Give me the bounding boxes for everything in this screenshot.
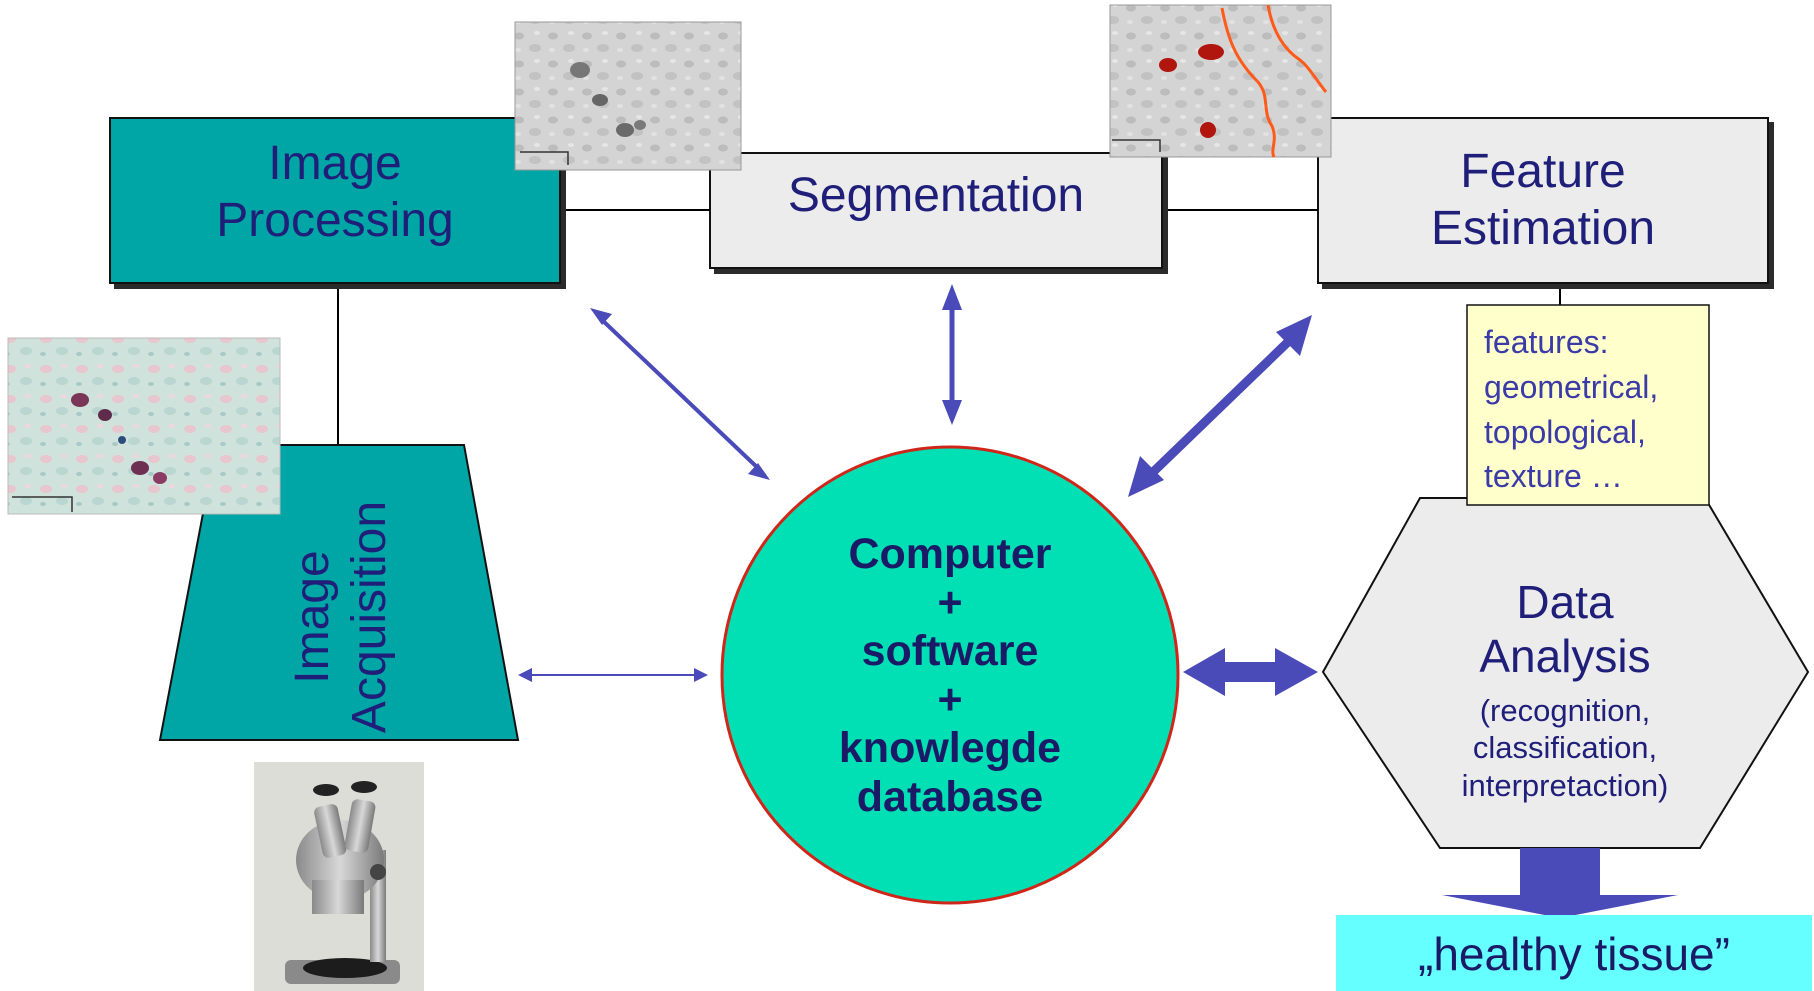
- arrow-computer-analysis: [1183, 648, 1318, 696]
- features-note-line-1: features:: [1484, 324, 1609, 360]
- computer-line-2: +: [937, 578, 963, 627]
- microscope-image: [254, 762, 424, 991]
- computer-circle: [720, 445, 1180, 905]
- computer-label: Computer + software + knowlegde database: [760, 530, 1140, 821]
- features-note-text: features: geometrical, topological, text…: [1484, 320, 1704, 499]
- data-analysis-sub-2: classification,: [1472, 730, 1658, 766]
- micrograph-gray-image: [514, 21, 742, 171]
- features-note-box: [1466, 304, 1710, 506]
- data-analysis-sub: (recognition, classification, interpreta…: [1380, 692, 1750, 805]
- arrow-analysis-result: [1442, 848, 1678, 918]
- segmentation-box: [709, 152, 1163, 269]
- computer-line-5: knowlegde: [838, 724, 1062, 773]
- double-arrows: [518, 284, 1678, 918]
- image-processing-box: [109, 117, 561, 284]
- feature-estimation-line2: Estimation: [1430, 201, 1656, 255]
- feature-estimation-label: Feature Estimation: [1318, 144, 1768, 257]
- feature-estimation-line1: Feature: [1460, 145, 1626, 198]
- image-acquisition-label: Image Acquisition: [285, 462, 398, 772]
- data-analysis-line1: Data: [1516, 576, 1614, 628]
- image-processing-label: Image Processing: [110, 136, 560, 249]
- features-note-line-4: texture …: [1484, 458, 1623, 495]
- segmentation-label: Segmentation: [787, 169, 1085, 222]
- data-analysis-line2: Analysis: [1479, 630, 1651, 683]
- image-acquisition-line1: Image: [286, 550, 339, 684]
- arrow-segmentation-computer: [942, 284, 962, 425]
- result-label: „healthy tissue”: [1418, 928, 1730, 980]
- image-acquisition-shape: [158, 444, 520, 741]
- data-analysis-sub-3: interpretaction): [1461, 768, 1669, 804]
- image-processing-line1: Image: [268, 137, 402, 190]
- features-note-line-3: topological,: [1484, 413, 1646, 450]
- arrow-acquisition-computer: [518, 668, 708, 682]
- feature-estimation-box: [1317, 117, 1769, 284]
- computer-line-3: software: [861, 627, 1039, 676]
- computer-line-1: Computer: [848, 530, 1052, 578]
- connector-lines: [337, 209, 1561, 445]
- computer-line-6: database: [856, 772, 1044, 821]
- micrograph-color-image: [7, 337, 281, 515]
- image-processing-line2: Processing: [216, 193, 454, 247]
- arrow-feature-computer: [1128, 315, 1312, 497]
- data-analysis-label: Data Analysis (recognition, classificati…: [1380, 575, 1750, 805]
- features-note-line-2: geometrical,: [1484, 368, 1659, 405]
- arrow-processing-computer: [590, 308, 770, 480]
- image-acquisition-line2: Acquisition: [342, 500, 396, 734]
- computer-line-4: +: [937, 675, 963, 724]
- result-box: [1336, 915, 1812, 991]
- micrograph-segmented-image: [1109, 4, 1332, 158]
- data-analysis-sub-1: (recognition,: [1479, 692, 1651, 728]
